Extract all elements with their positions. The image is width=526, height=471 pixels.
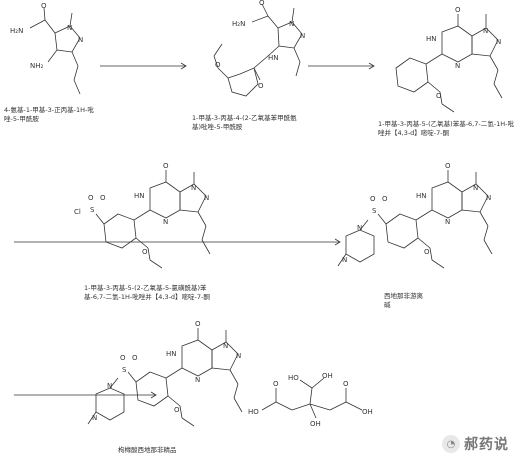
compound-6-so1: O [120,354,126,362]
compound-5-so1: O [370,195,376,203]
compound-3-o: O [455,6,461,14]
compound-6-npip1: N [107,382,112,390]
compound-2-h2n: H₂N [232,20,245,28]
compound-2-o2: O [258,82,264,90]
citric-oh-mid: OH [310,420,321,428]
compound-4-structure [95,170,211,269]
compound-4-n2: N [204,194,209,202]
citric-acid-structure [261,377,363,419]
compound-6-so2: O [132,354,138,362]
compound-1-caption: 4-氨基-1-甲基-3-正丙基-1H-吡唑-5-甲酰胺 [4,106,94,123]
compound-1-n2: N [78,36,83,44]
compound-3-n2: N [496,38,501,46]
compound-3-structure [395,14,503,113]
compound-4-hn: HN [134,192,145,200]
reaction-arrow-4 [14,391,157,399]
compound-5-npip1: N [357,224,362,232]
citric-o1: O [273,380,279,388]
compound-4-o2: O [142,248,148,256]
compound-5-caption: 西地那非游离碱 [384,292,423,309]
compound-6-n3: N [195,376,200,384]
compound-5-s: S [372,207,377,215]
reaction-arrow-3 [14,238,341,246]
compound-6-o: O [195,320,201,328]
compound-1-n1: N [67,24,72,32]
compound-3-n3: N [455,62,460,70]
compound-6-o2: O [174,406,180,414]
compound-6-n1: N [223,342,228,350]
compound-2-o3: O [215,61,221,69]
compound-5-n2: N [486,194,491,202]
compound-2-o1: O [259,0,265,7]
compound-4-o: O [163,162,169,170]
compound-5-n3: N [445,218,450,226]
compound-6-caption: 枸橼酸西地那非精品 [118,446,177,454]
citric-ho: HO [248,408,259,416]
compound-4-so2: O [100,194,106,202]
compound-3-hn: HN [426,35,437,43]
citric-oh-top: OH [322,372,333,380]
compound-5-n1: N [473,184,478,192]
compound-6-npip2: N [92,414,97,422]
reaction-arrow-2 [308,62,375,70]
compound-2-structure [213,3,303,97]
citric-ho-top: HO [288,374,299,382]
compound-6-s: S [122,366,127,374]
compound-3-n1: N [483,27,488,35]
citric-o2: O [343,380,349,388]
compound-1-o: O [41,2,47,10]
watermark: ◔ 郝药说 [442,434,509,454]
compound-4-so1: O [88,194,94,202]
compound-5-o: O [445,162,451,170]
compound-3-caption: 1-甲基-3-丙基-5-(乙氧基)苯基-6,7-二氢-1H-吡唑并【4,3-d】… [378,120,514,137]
compound-4-n3: N [163,218,168,226]
wechat-icon: ◔ [442,435,460,453]
compound-5-so2: O [382,195,388,203]
compound-2-hn: HN [268,54,279,62]
compound-4-n1: N [191,184,196,192]
compound-3-o2: O [436,92,442,100]
compound-2-n2: N [300,32,305,40]
compound-6-hn: HN [166,350,177,358]
compound-2-caption: 1-甲基-3-丙基-4-(2-乙氧基苯甲酰氨基)吡唑-5-甲酰胺 [192,114,297,131]
compound-1-structure [29,7,81,95]
compound-5-o2: O [424,248,430,256]
compound-4-caption: 1-甲基-3-丙基-5-(2-乙氧基-5-氯磺酰基)苯基-6,7-二氢-1H-吡… [84,284,210,301]
compound-1-h2n: H₂N [10,27,23,35]
compound-5-hn: HN [416,192,427,200]
compound-4-cl: Cl [74,208,81,216]
compound-4-s: S [90,206,95,214]
compound-5-npip2: N [342,256,347,264]
reaction-arrow-1 [100,62,187,70]
compound-1-nh2: NH₂ [30,62,44,70]
watermark-text: 郝药说 [464,437,509,453]
compound-6-structure [87,328,243,427]
citric-oh: OH [362,408,373,416]
compound-6-n2: N [236,352,241,360]
compound-5-structure [337,170,493,269]
compound-2-n1: N [289,20,294,28]
